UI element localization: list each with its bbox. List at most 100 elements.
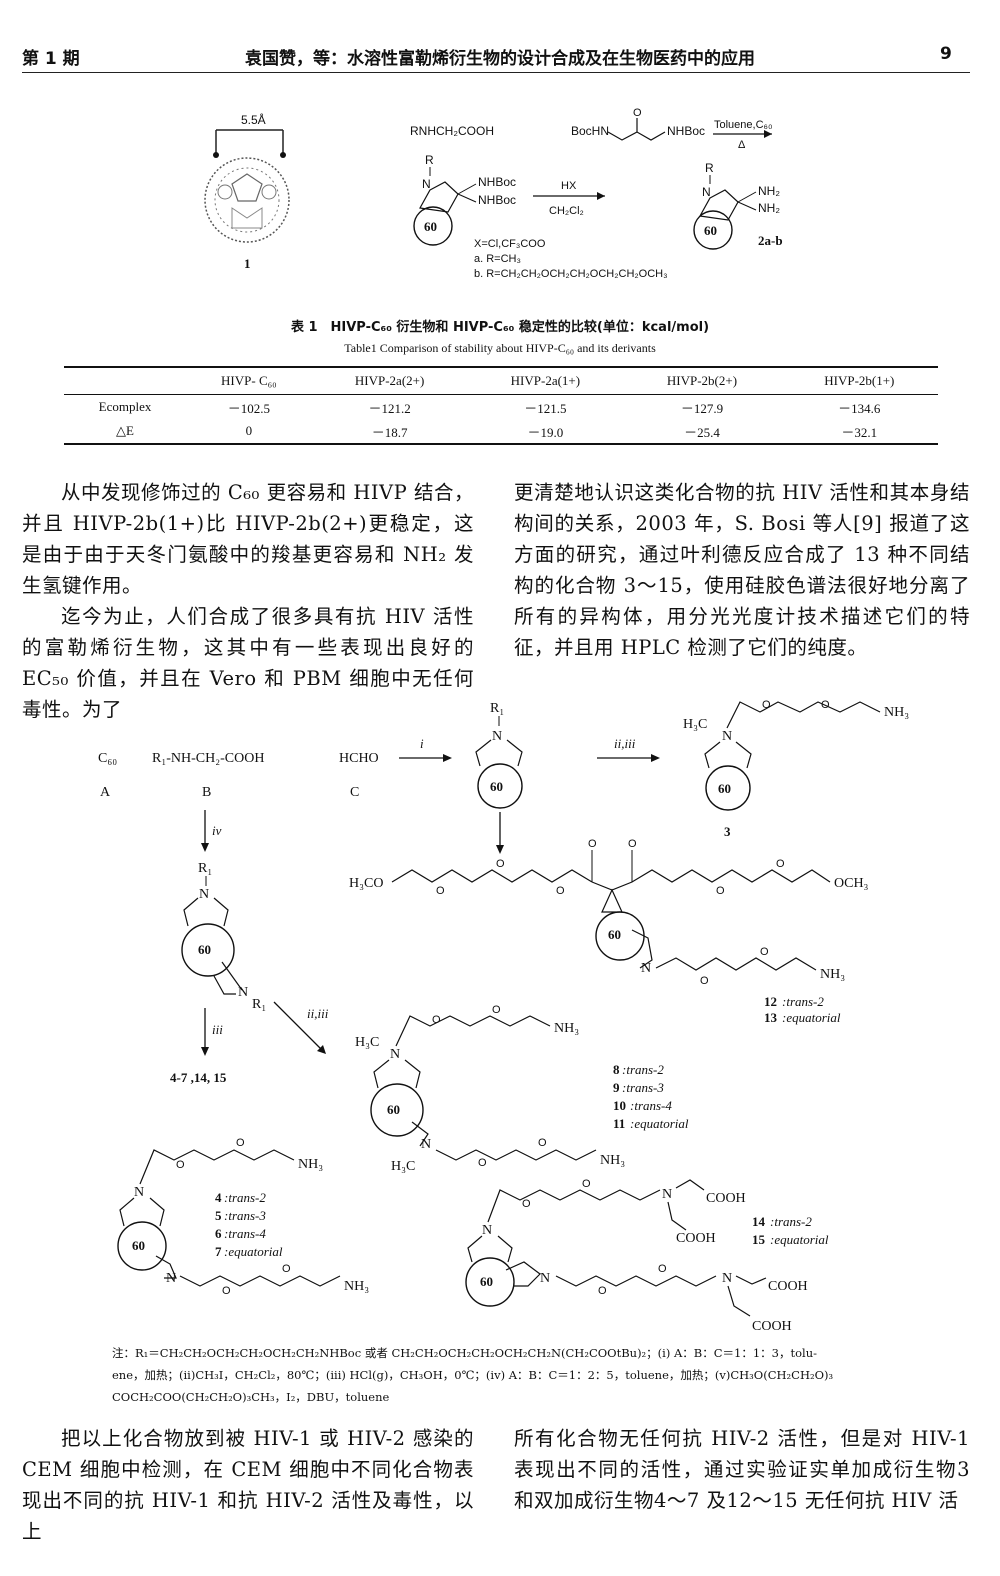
compound-10-type: :trans-4 xyxy=(630,1098,672,1113)
header-rule xyxy=(22,72,970,73)
label-b: B xyxy=(202,785,211,800)
reagent-rnhch2cooh: RNHCH₂COOH xyxy=(410,124,494,138)
reagent-c: HCHO xyxy=(339,751,379,766)
c60-label: 60 xyxy=(132,1238,145,1253)
o-label: O xyxy=(522,1198,531,1210)
carbonyl-o: O xyxy=(633,107,642,119)
c60-label: 60 xyxy=(608,927,621,942)
c60-ball xyxy=(705,765,751,811)
n-label: N xyxy=(722,729,732,744)
compound-15: 15 xyxy=(752,1232,766,1247)
distance-label: 5.5Å xyxy=(241,112,266,127)
compound-6: 6 xyxy=(215,1226,222,1241)
o-label: O xyxy=(538,1137,547,1149)
o-label: O xyxy=(236,1137,245,1149)
nh3-label: NH₃ xyxy=(884,705,909,720)
table-cell: △E xyxy=(64,419,186,445)
c60-ball xyxy=(477,763,523,809)
n-label: N xyxy=(492,729,502,744)
compound-4-type: :trans-2 xyxy=(224,1190,266,1205)
nh3-label: NH₃ xyxy=(298,1157,323,1172)
products-4-7-14-15: 4-7 ,14, 15 xyxy=(170,1070,227,1085)
fullerene-illustration xyxy=(204,129,290,243)
arrow2-ch2cl2: CH₂Cl₂ xyxy=(549,205,584,217)
page-number: 9 xyxy=(940,44,952,64)
label-a: A xyxy=(100,785,111,800)
compound-8: 8 xyxy=(613,1062,620,1077)
o-label: O xyxy=(432,1014,441,1026)
c60-ball xyxy=(181,923,235,977)
cooh-label: COOH xyxy=(752,1319,792,1334)
note-a: a. R=CH₃ xyxy=(474,253,521,265)
table-cell: 0 xyxy=(186,419,312,445)
step-iii: iii xyxy=(212,1022,223,1037)
table-cell: －32.1 xyxy=(780,419,938,445)
step-i: i xyxy=(420,736,424,751)
c60-label: 60 xyxy=(718,781,731,796)
o-label: O xyxy=(760,946,769,958)
table-header-row: HIVP- C₆₀ HIVP-2a(2+) HIVP-2a(1+) HIVP-2… xyxy=(64,366,938,395)
table-cell: －134.6 xyxy=(838,400,881,416)
paragraph-bottom-right: 所有化合物无任何抗 HIV-2 活性，但是对 HIV-1 表现出不同的活性，通过… xyxy=(514,1427,970,1512)
c60-ball xyxy=(370,1083,424,1137)
r1-label: R₁ xyxy=(198,861,212,876)
compound-5: 5 xyxy=(215,1208,222,1223)
n-label: N xyxy=(722,1271,732,1286)
table-cell: －25.4 xyxy=(623,419,781,445)
o-label: O xyxy=(700,975,709,987)
compound-12-type: :trans-2 xyxy=(782,994,824,1009)
compound-13: 13 xyxy=(764,1010,778,1025)
o-label: O xyxy=(556,885,565,897)
n-label: N xyxy=(540,1271,550,1286)
compound-5-type: :trans-3 xyxy=(224,1208,266,1223)
table-header-cell: HIVP-2b(1+) xyxy=(780,366,938,395)
nh3-label: NH₃ xyxy=(820,967,845,982)
o-label: O xyxy=(436,885,445,897)
compound-9-type: :trans-3 xyxy=(622,1080,664,1095)
start-nhboc-2: NHBoc xyxy=(478,193,516,207)
compound-6-type: :trans-4 xyxy=(224,1226,266,1241)
compound-13-type: :equatorial xyxy=(782,1010,841,1025)
compound-4: 4 xyxy=(215,1190,222,1205)
cooh-label: COOH xyxy=(706,1191,746,1206)
c60-ball xyxy=(117,1221,167,1271)
table-cell: －19.0 xyxy=(467,419,624,445)
cooh-label: COOH xyxy=(768,1279,808,1294)
c60-ball xyxy=(465,1257,515,1307)
arrow2-hx: HX xyxy=(561,180,577,192)
r1-label: R₁ xyxy=(252,997,266,1012)
prod-n-label: N xyxy=(702,185,711,199)
n-label: N xyxy=(421,1137,431,1152)
table-cell: －127.9 xyxy=(680,400,724,416)
n-label: N xyxy=(482,1223,492,1238)
och3-label: OCH₃ xyxy=(834,876,869,891)
compound-15-type: :equatorial xyxy=(770,1232,829,1247)
paragraph-left-2: 迄今为止，人们合成了很多具有抗 HIV 活性的富勒烯衍生物，这其中有一些表现出良… xyxy=(22,605,474,721)
paragraph-bottom-left: 把以上化合物放到被 HIV-1 或 HIV-2 感染的 CEM 细胞中检测，在 … xyxy=(22,1427,474,1543)
arrow1-conditions-top: Toluene,C₆₀ xyxy=(714,119,773,131)
compound-3-label: 3 xyxy=(724,824,731,839)
compound-12: 12 xyxy=(764,994,777,1009)
prod-nh2-1: NH₂ xyxy=(758,184,780,198)
footnote-line-3: COCH₂COO(CH₂CH₂O)₃CH₃，I₂，DBU，toluene xyxy=(112,1390,390,1404)
reagent-a-c60: C₆₀ xyxy=(98,751,117,766)
start-r-label: R xyxy=(425,153,434,167)
n-label: N xyxy=(134,1185,144,1200)
h3c-label: H₃C xyxy=(683,717,707,732)
c60-label: 60 xyxy=(490,779,503,794)
table-caption-cn: 表 1 HIVP-C₆₀ 衍生物和 HIVP-C₆₀ 稳定性的比较(单位：kca… xyxy=(290,320,710,335)
table-header-cell: HIVP-2a(1+) xyxy=(467,366,624,395)
table-header-cell: HIVP-2b(2+) xyxy=(623,366,781,395)
o-label: O xyxy=(762,699,771,711)
arrow1-conditions-bottom: Δ xyxy=(738,139,746,151)
scheme-footnote: 注：R₁＝CH₂CH₂OCH₂CH₂OCH₂CH₂NHBoc 或者 CH₂CH₂… xyxy=(112,1342,972,1408)
n-label: N xyxy=(390,1047,400,1062)
prod-nh2-2: NH₂ xyxy=(758,201,780,215)
o-label: O xyxy=(716,885,725,897)
compound-7: 7 xyxy=(215,1244,222,1259)
table-cell: －18.7 xyxy=(311,419,468,445)
table-cell: －121.2 xyxy=(368,400,411,416)
h3co-label: H₃CO xyxy=(349,876,383,891)
table-header-cell: HIVP- C₆₀ xyxy=(186,366,312,395)
o-label: O xyxy=(492,1004,501,1016)
